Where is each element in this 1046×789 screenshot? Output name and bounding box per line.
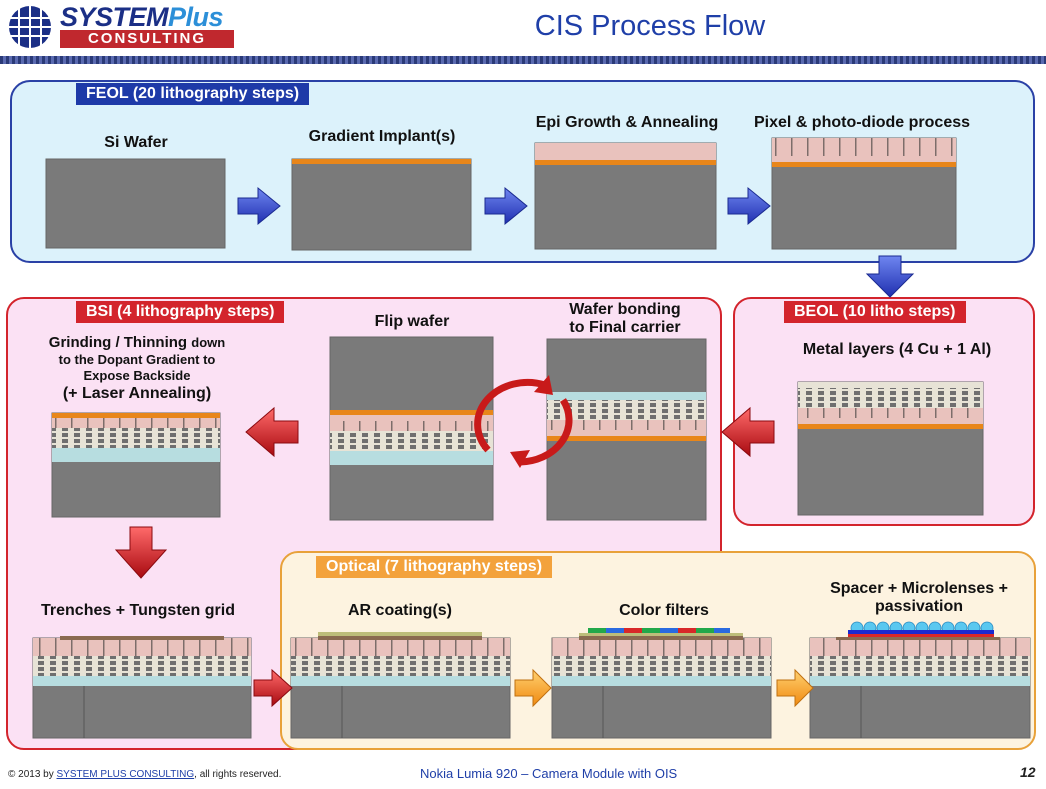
step-si-wafer: Si Wafer xyxy=(104,134,168,151)
step-metal-layers: Metal layers (4 Cu + 1 Al) xyxy=(802,341,992,358)
wafer-color-filters xyxy=(551,628,772,739)
blue-arrow-icon xyxy=(237,186,915,298)
wafer-ar-coating xyxy=(290,632,511,739)
grinding-text: Grinding / Thinning xyxy=(48,334,188,351)
wafer-grinding xyxy=(51,412,221,518)
copyright-suffix: , all rights reserved. xyxy=(194,769,282,780)
step-color-filters: Color filters xyxy=(619,602,709,619)
page-number: 12 xyxy=(1020,764,1036,780)
wafer-gradient-implant xyxy=(291,158,472,251)
optical-tag: Optical (7 lithography steps) xyxy=(316,556,553,578)
step-grinding-line2: to the Dopant Gradient to xyxy=(58,352,216,367)
wafer-trenches xyxy=(32,636,252,739)
step-pixel-photodiode: Pixel & photo-diode process xyxy=(753,114,971,131)
step-grinding-line1: Grinding / Thinning down xyxy=(24,334,250,352)
feol-tag: FEOL (20 lithography steps) xyxy=(76,83,310,105)
grinding-down: down xyxy=(191,335,226,350)
header-divider xyxy=(0,56,1046,64)
wafer-flip xyxy=(329,336,494,521)
copyright-prefix: © 2013 by xyxy=(8,769,57,780)
footer-copyright: © 2013 by SYSTEM PLUS CONSULTING, all ri… xyxy=(8,769,281,780)
step-bonding-line1: Wafer bonding xyxy=(569,301,681,318)
wafer-si xyxy=(45,158,226,249)
wafer-pixel xyxy=(771,137,957,250)
logo-wordmark: SYSTEMPlus xyxy=(60,2,224,33)
step-epi-growth: Epi Growth & Annealing xyxy=(535,114,719,131)
footer-center: Nokia Lumia 920 – Camera Module with OIS xyxy=(420,766,678,781)
flip-rotation-icon xyxy=(474,378,573,466)
red-arrow-icon xyxy=(114,406,775,708)
copyright-link[interactable]: SYSTEM PLUS CONSULTING xyxy=(56,769,195,780)
wafer-bonding xyxy=(546,338,707,521)
wafer-beol xyxy=(797,381,984,516)
step-gradient-implant: Gradient Implant(s) xyxy=(308,128,456,145)
step-trenches: Trenches + Tungsten grid xyxy=(41,602,235,619)
logo-globe-icon xyxy=(9,6,51,48)
beol-tag: BEOL (10 litho steps) xyxy=(784,301,966,323)
page-title: CIS Process Flow xyxy=(534,10,766,42)
logo-consulting: CONSULTING xyxy=(60,30,234,48)
step-grinding-line4: (+ Laser Annealing) xyxy=(62,385,212,402)
step-bonding-line2: to Final carrier xyxy=(569,319,681,336)
step-grinding-line3: Expose Backside xyxy=(83,368,191,383)
bsi-tag: BSI (4 lithography steps) xyxy=(76,301,285,323)
wafer-microlens xyxy=(809,621,1031,739)
step-ar-coating: AR coating(s) xyxy=(348,602,452,619)
step-spacer-line1: Spacer + Microlenses + xyxy=(830,580,1008,597)
orange-arrow-icon xyxy=(514,668,814,708)
step-flip-wafer: Flip wafer xyxy=(374,313,450,330)
logo-system: SYSTEM xyxy=(60,2,169,32)
logo-plus: Plus xyxy=(168,2,224,32)
step-spacer-line2: passivation xyxy=(874,598,964,615)
wafer-epi xyxy=(534,142,717,250)
